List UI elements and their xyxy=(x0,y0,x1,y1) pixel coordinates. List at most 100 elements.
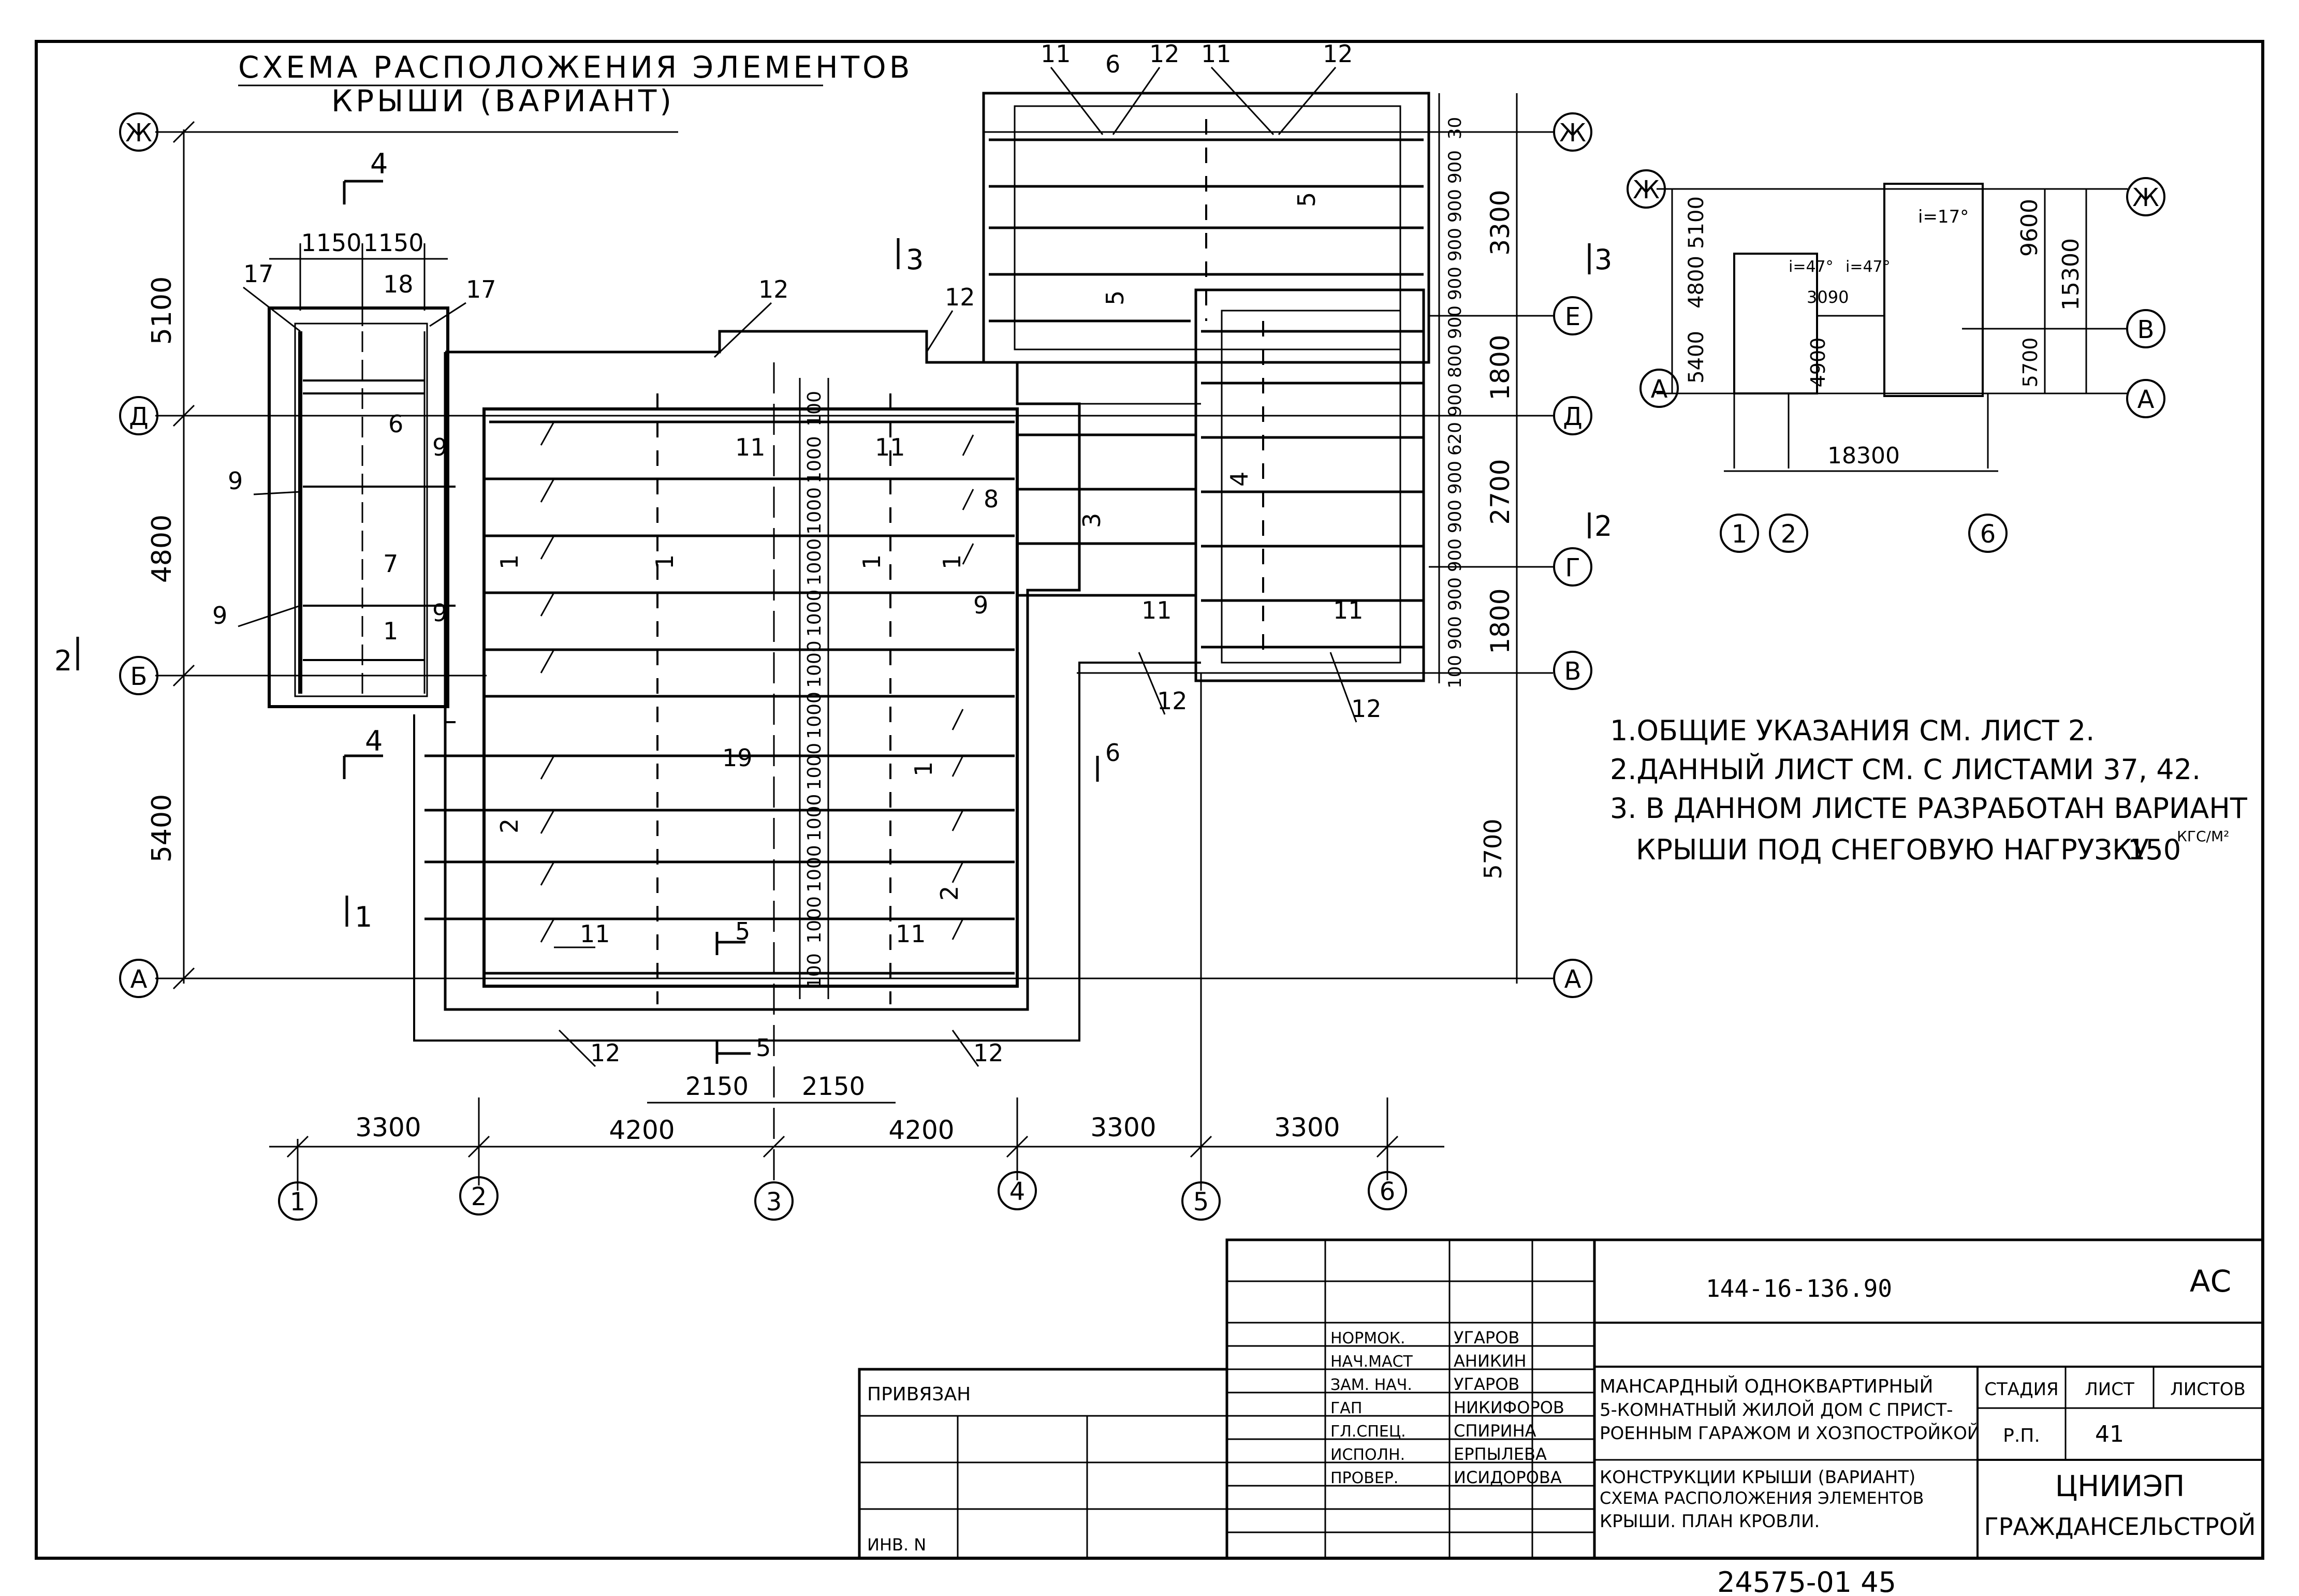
archive-number: 24575-01 45 xyxy=(1717,1566,1896,1596)
svg-text:2150: 2150 xyxy=(685,1072,749,1101)
dim-mid-1000: 1000 xyxy=(804,436,825,484)
stamp-role: ПРОВЕР. xyxy=(1330,1469,1398,1487)
svg-text:ЦНИИЭП: ЦНИИЭП xyxy=(2055,1470,2185,1503)
stamp-role: НАЧ.МАСТ xyxy=(1330,1353,1413,1371)
stamp-role: ГАП xyxy=(1330,1399,1362,1417)
axis-a-left-label: А xyxy=(130,965,148,994)
axis-b-left-label: Б xyxy=(130,662,148,691)
svg-text:12: 12 xyxy=(1157,687,1188,715)
svg-text:2150: 2150 xyxy=(802,1072,865,1101)
svg-text:5: 5 xyxy=(735,917,750,945)
svg-text:3: 3 xyxy=(906,243,924,276)
svg-text:17: 17 xyxy=(243,260,274,288)
dim-mid-1000: 100 xyxy=(804,391,825,427)
svg-text:4: 4 xyxy=(370,148,388,180)
note-1: 1.ОБЩИЕ УКАЗАНИЯ СМ. ЛИСТ 2. xyxy=(1610,714,2095,747)
svg-text:В: В xyxy=(2137,315,2155,344)
top-dimension-1150: 1150 1150 xyxy=(269,229,448,311)
dim-right-small: 900 xyxy=(1445,305,1466,339)
svg-text:А: А xyxy=(2137,385,2155,414)
stamp-name: УГАРОВ xyxy=(1454,1374,1519,1394)
stamp-code: 144-16-136.90 xyxy=(1706,1275,1892,1302)
svg-text:МАНСАРДНЫЙ ОДНОКВАРТИРНЫЙ: МАНСАРДНЫЙ ОДНОКВАРТИРНЫЙ xyxy=(1600,1375,1933,1397)
svg-text:18: 18 xyxy=(383,270,414,298)
svg-text:1800: 1800 xyxy=(1485,334,1515,400)
general-notes: 1.ОБЩИЕ УКАЗАНИЯ СМ. ЛИСТ 2. 2.ДАННЫЙ ЛИ… xyxy=(1610,714,2248,866)
stamp-privyazan: ПРИВЯЗАН xyxy=(867,1384,971,1405)
svg-text:12: 12 xyxy=(590,1039,621,1067)
svg-text:i=17°: i=17° xyxy=(1918,207,1969,227)
svg-text:5: 5 xyxy=(1293,192,1321,207)
svg-text:Ж: Ж xyxy=(2132,183,2159,212)
svg-text:А: А xyxy=(1651,375,1668,404)
dim-mid-1000: 100 xyxy=(804,953,825,989)
title-block: ПРИВЯЗАН ИНВ. N 144-16-136.90 АС НОРМОК.… xyxy=(858,1238,2264,1560)
svg-text:12: 12 xyxy=(1149,40,1180,68)
svg-text:Ж: Ж xyxy=(1633,175,1660,204)
svg-text:6: 6 xyxy=(1105,739,1120,767)
svg-text:2: 2 xyxy=(1594,510,1612,543)
svg-text:7: 7 xyxy=(383,550,398,578)
stamp-role: ЗАМ. НАЧ. xyxy=(1330,1376,1412,1394)
svg-text:1800: 1800 xyxy=(1485,588,1515,654)
svg-text:9: 9 xyxy=(973,591,988,619)
svg-text:5100: 5100 xyxy=(1685,196,1708,249)
svg-text:2: 2 xyxy=(495,818,523,833)
svg-text:Е: Е xyxy=(1565,302,1580,331)
svg-text:Г: Г xyxy=(1565,553,1580,582)
svg-text:КОНСТРУКЦИИ КРЫШИ (ВАРИАНТ): КОНСТРУКЦИИ КРЫШИ (ВАРИАНТ) xyxy=(1600,1467,1915,1488)
svg-text:А: А xyxy=(1564,965,1582,994)
svg-text:4900: 4900 xyxy=(1807,338,1829,388)
dim-right-small: 900 xyxy=(1445,150,1466,184)
note-3-cont: КРЫШИ ПОД СНЕГОВУЮ НАГРУЗКУ xyxy=(1636,833,2149,866)
axis-bubbles-left: Ж Д Б А xyxy=(119,112,158,998)
dim-right-small: 620 xyxy=(1445,422,1466,456)
svg-text:5: 5 xyxy=(1101,290,1129,305)
svg-text:1: 1 xyxy=(355,901,372,933)
svg-text:5-КОМНАТНЫЙ ЖИЛОЙ ДОМ С ПРИСТ-: 5-КОМНАТНЫЙ ЖИЛОЙ ДОМ С ПРИСТ- xyxy=(1600,1399,1953,1421)
svg-text:11: 11 xyxy=(896,920,926,948)
svg-text:1: 1 xyxy=(938,554,966,569)
svg-text:12: 12 xyxy=(945,283,975,311)
svg-text:11: 11 xyxy=(1141,596,1172,624)
stamp-name: ЕРПЫЛЕВА xyxy=(1454,1444,1547,1464)
svg-text:5400: 5400 xyxy=(1685,331,1708,384)
axis-bubbles-right: Ж Е Д Г В А xyxy=(1553,112,1592,998)
svg-text:11: 11 xyxy=(1041,40,1071,68)
svg-text:1: 1 xyxy=(495,554,523,569)
svg-text:1: 1 xyxy=(1732,520,1748,549)
dim-right-small: 900 xyxy=(1445,538,1466,572)
svg-text:9: 9 xyxy=(432,433,447,461)
dim-right-small: 30 xyxy=(1445,117,1466,139)
svg-text:9600: 9600 xyxy=(2016,199,2043,257)
svg-text:3090: 3090 xyxy=(1807,287,1849,307)
svg-text:2700: 2700 xyxy=(1485,459,1515,524)
note-2: 2.ДАННЫЙ ЛИСТ СМ. С ЛИСТАМИ 37, 42. xyxy=(1610,753,2201,786)
dim-right-small: 900 xyxy=(1445,577,1466,611)
stamp-role: НОРМОК. xyxy=(1330,1329,1405,1348)
stamp-name: НИКИФОРОВ xyxy=(1454,1398,1564,1417)
svg-text:Р.П.: Р.П. xyxy=(2003,1425,2040,1446)
dim-right-small: 900 xyxy=(1445,228,1466,261)
svg-text:4: 4 xyxy=(1009,1177,1026,1206)
svg-text:5700: 5700 xyxy=(2019,338,2042,388)
dim-right-small: 900 xyxy=(1445,383,1466,417)
svg-text:12: 12 xyxy=(758,275,789,303)
svg-text:5700: 5700 xyxy=(1479,818,1507,879)
svg-text:3: 3 xyxy=(1078,513,1106,528)
dim-right-small: 800 xyxy=(1445,344,1466,378)
svg-text:11: 11 xyxy=(1201,40,1232,68)
svg-text:4200: 4200 xyxy=(888,1115,954,1145)
svg-text:РОЕННЫМ ГАРАЖОМ И ХОЗПОСТРОЙКО: РОЕННЫМ ГАРАЖОМ И ХОЗПОСТРОЙКОЙ xyxy=(1600,1423,1980,1444)
dim-right-small: 900 xyxy=(1445,461,1466,494)
svg-text:КРЫШИ. ПЛАН КРОВЛИ.: КРЫШИ. ПЛАН КРОВЛИ. xyxy=(1600,1511,1820,1532)
svg-text:2: 2 xyxy=(54,645,72,677)
dim-mid-1000: 1000 xyxy=(804,692,825,739)
axis-zh-left-label: Ж xyxy=(125,119,152,148)
svg-text:4800: 4800 xyxy=(1685,256,1708,309)
svg-text:Ж: Ж xyxy=(1559,119,1586,148)
dim-mid-1000: 1000 xyxy=(804,896,825,944)
svg-text:12: 12 xyxy=(1351,695,1382,723)
svg-text:6: 6 xyxy=(1105,50,1120,78)
